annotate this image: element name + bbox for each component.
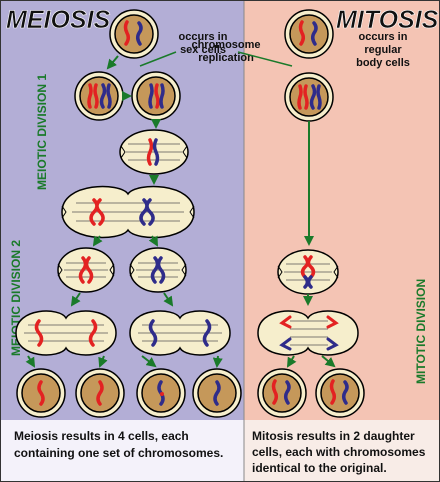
meiosis-caption-box (0, 420, 244, 482)
mitosis-caption-box (244, 420, 440, 482)
meiosis-gamete-1 (16, 368, 66, 418)
mitosis-daughter-cell-right (315, 368, 365, 418)
meiosis-title: MEIOSIS (6, 6, 111, 34)
mitosis-daughter-cell-left (257, 368, 307, 418)
mitosis-title: MITOSIS (336, 6, 439, 34)
meiosis-daughter-cell-left (57, 247, 115, 293)
meiosis-gamete-4 (192, 368, 242, 418)
meiosis-arrows (25, 55, 223, 368)
mitosis-arrows (286, 121, 336, 368)
mitosis-parent-cell (284, 9, 334, 59)
meiosis-gamete-2 (75, 368, 125, 418)
meiosis-anaphase-2-right-cell (129, 310, 231, 356)
mitosis-anaphase-cell (257, 310, 359, 356)
meiosis-parent-cell (109, 9, 159, 59)
mitosis-panel (244, 0, 440, 420)
meiosis-anaphase-2-left-cell (15, 310, 117, 356)
replication-connectors (139, 51, 293, 67)
mitotic-division-label: MITOTIC DIVISION (414, 279, 428, 384)
meiosis-daughter-cell-right (129, 247, 187, 293)
meiosis-metaphase-1-cell (119, 129, 189, 175)
mitosis-replicated-cell (284, 72, 334, 122)
meiosis-anaphase-1-cell (61, 185, 195, 239)
meiosis-paired-cell (131, 71, 181, 121)
meiotic-division-1-label: MEIOTIC DIVISION 1 (35, 74, 49, 190)
mitosis-metaphase-cell (277, 249, 339, 295)
meiosis-replicated-cell (74, 71, 124, 121)
meiosis-gamete-3 (136, 368, 186, 418)
